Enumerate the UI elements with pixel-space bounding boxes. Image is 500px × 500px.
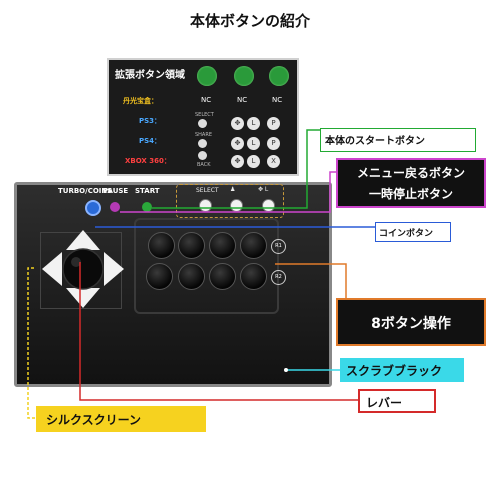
action-button-4[interactable]	[240, 232, 267, 259]
lever-arrows	[42, 230, 124, 308]
l-shoulder-icon: L	[247, 117, 260, 130]
arrow-down-icon	[66, 288, 100, 308]
action-button-2[interactable]	[178, 232, 205, 259]
panel-row-label: XBOX 360：	[125, 157, 171, 165]
panel-row-label: PS4：	[139, 137, 162, 145]
select-button-group	[176, 184, 284, 218]
arrow-up-icon	[66, 230, 100, 250]
dpad-icon: ✥	[231, 117, 244, 130]
l-shoulder-icon: L	[247, 155, 260, 168]
action-button-8[interactable]	[240, 263, 267, 290]
menu-callout-line2: 一時停止ボタン	[368, 187, 453, 201]
coin-callout-box: コインボタン	[375, 222, 451, 242]
select-mini-label: SELECT	[195, 112, 214, 118]
scrub-callout-text: スクラブブラック	[346, 364, 443, 378]
start-label: START	[135, 187, 160, 195]
expansion-green-button-3	[269, 66, 289, 86]
dpad-icon: ✥	[231, 155, 244, 168]
select-label: SELECT	[196, 187, 219, 194]
turbo-coins-button[interactable]	[85, 200, 101, 216]
lever-callout-text: レバー	[366, 396, 403, 410]
expansion-green-button-2	[234, 66, 254, 86]
expansion-green-button-1	[197, 66, 217, 86]
panel-row-label: PS3：	[139, 117, 162, 125]
start-callout-text: 本体のスタートボタン	[325, 136, 425, 147]
r2-label: R2	[271, 270, 286, 285]
nc-value: NC	[272, 96, 283, 104]
back-mini-button	[198, 151, 207, 160]
action-button-5[interactable]	[146, 263, 173, 290]
panel-title: 拡張ボタン領域	[115, 70, 185, 81]
xbox-logo-icon: X	[267, 155, 280, 168]
pause-button[interactable]	[110, 202, 120, 212]
start-callout-box: 本体のスタートボタン	[320, 128, 476, 152]
ps-logo-icon: P	[267, 137, 280, 150]
start-button[interactable]	[142, 202, 152, 212]
coin-callout-text: コインボタン	[379, 229, 434, 239]
share-mini-button	[198, 139, 207, 148]
menu-callout-box: メニュー戻るボタン 一時停止ボタン	[336, 158, 486, 208]
expansion-panel: 拡張ボタン領域 丹光宝盒： NC NC NC PS3： SELECT ✥ L P…	[107, 58, 299, 176]
dpad-icon: ✥	[231, 137, 244, 150]
scrub-callout-box: スクラブブラック	[340, 358, 464, 382]
dpad-l-icon: ✥ L	[258, 186, 269, 193]
pause-label: PAUSE	[103, 187, 129, 195]
back-mini-label: BACK	[197, 162, 211, 168]
l-shoulder-icon: L	[247, 137, 260, 150]
eight-button-callout-text: 8ボタン操作	[371, 316, 451, 332]
action-button-3[interactable]	[209, 232, 236, 259]
page-title: 本体ボタンの紹介	[189, 12, 310, 30]
share-mini-label: SHARE	[195, 132, 212, 138]
ps-logo-icon: ♟	[230, 186, 236, 193]
select-mini-button	[198, 119, 207, 128]
nc-value: NC	[237, 96, 248, 104]
nc-value: NC	[201, 96, 212, 104]
lever-callout-box: レバー	[358, 389, 436, 413]
r1-label: R1	[271, 239, 286, 254]
silk-callout-text: シルクスクリーン	[46, 413, 142, 427]
arrow-left-icon	[42, 252, 62, 286]
turbo-coins-label: TURBO/COINS	[58, 187, 113, 195]
panel-row-label: 丹光宝盒：	[123, 97, 158, 105]
eight-button-callout-box: 8ボタン操作	[336, 298, 486, 346]
ps-logo-icon: P	[267, 117, 280, 130]
action-button-1[interactable]	[148, 232, 175, 259]
silk-callout-box: シルクスクリーン	[36, 406, 206, 432]
menu-callout-line1: メニュー戻るボタン	[356, 166, 465, 180]
arrow-right-icon	[104, 252, 124, 286]
action-button-6[interactable]	[178, 263, 205, 290]
button-area-frame	[134, 218, 279, 314]
action-button-7[interactable]	[209, 263, 236, 290]
